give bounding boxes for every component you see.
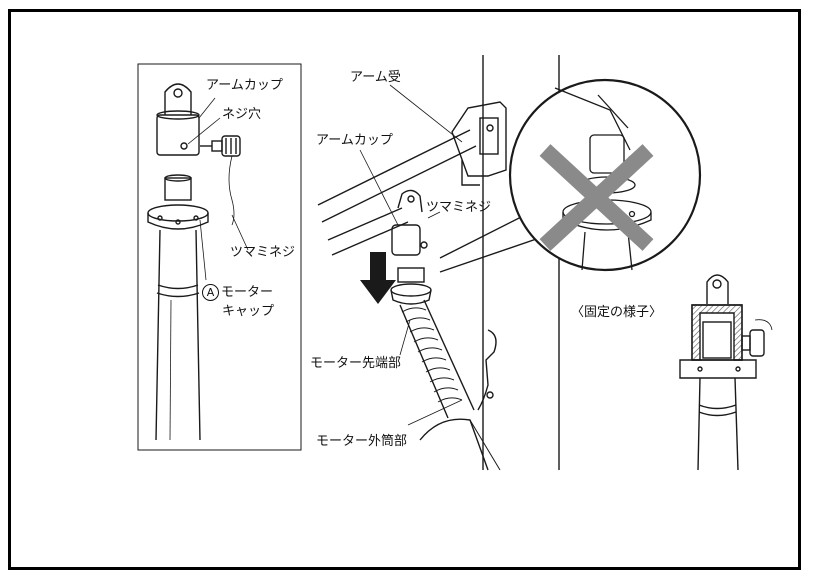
- label-arm-cup-center: アームカップ: [316, 133, 393, 148]
- label-motor-cap-line1: モーター: [221, 285, 274, 300]
- label-knob-screw-left: ツマミネジ: [230, 245, 296, 260]
- left-panel-border: [137, 63, 302, 451]
- label-knob-screw-center: ツマミネジ: [426, 200, 492, 215]
- label-arm-receiver: アーム受: [350, 70, 401, 85]
- circle-a-letter: A: [206, 286, 215, 299]
- label-screw-hole: ネジ穴: [222, 107, 262, 122]
- x-mark-icon: [539, 144, 654, 251]
- left-panel: [137, 63, 302, 451]
- diagram-frame: [8, 9, 801, 570]
- arrow-down-icon: [360, 252, 396, 304]
- label-arm-cup-left: アームカップ: [206, 78, 283, 93]
- label-motor-tip: モーター先端部: [310, 356, 402, 371]
- label-fixed-state: 〈固定の様子〉: [571, 305, 663, 320]
- fixed-state-detail: [679, 274, 773, 471]
- label-motor-cap-line2: キャップ: [222, 304, 275, 319]
- center-illustration: [317, 55, 560, 471]
- circle-a-badge: A: [202, 284, 219, 301]
- zoom-callout: [508, 78, 702, 272]
- label-motor-outer-tube: モーター外筒部: [316, 434, 408, 449]
